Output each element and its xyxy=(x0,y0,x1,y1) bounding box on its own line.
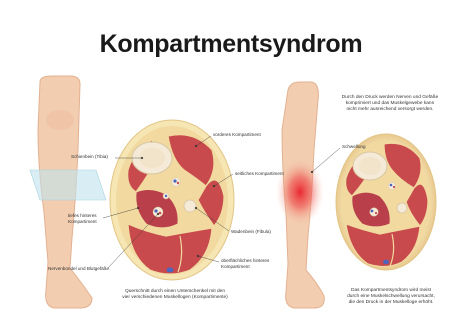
pressure-caption: Durch den Druck werden Nerven und Gefäße… xyxy=(330,95,450,114)
cross-section-swollen xyxy=(336,134,436,270)
cross-section-plane xyxy=(30,170,106,200)
superficial-posterior-label-line2: Kompartiment xyxy=(221,264,250,270)
pressure-caption-line3: nicht mehr ausreichend versorgt werden. xyxy=(330,107,450,113)
lateral-compartment-label: seitliches Kompartiment xyxy=(235,171,284,177)
cross-section-caption: Querschnitt durch einen Unterschenkel mi… xyxy=(110,289,240,301)
fibula-label: Wadenbein (Fibula) xyxy=(231,229,271,235)
deep-posterior-label-line2: Kompartiment xyxy=(68,219,97,225)
neurovascular-bundle-swollen-2 xyxy=(370,208,378,216)
fibula-bone xyxy=(184,200,196,212)
syndrome-caption: Das Kompartmentsyndrom wird meist durch … xyxy=(336,288,446,307)
nerve-vessel-label: Nervenbündel und Blutgefäße xyxy=(48,266,109,272)
left-knee-shading xyxy=(46,110,74,130)
neurovascular-bundle-swollen-1 xyxy=(388,182,396,190)
deep-posterior-label-line1: tiefes hinteres xyxy=(68,213,97,219)
syndrome-caption-line3: die den Druck in der Muskelloge erhöht. xyxy=(336,300,446,306)
leader-lines-right xyxy=(311,148,340,173)
neurovascular-bundle-2 xyxy=(153,207,163,217)
swelling-area xyxy=(276,158,324,226)
saphenous-vein xyxy=(167,268,174,273)
fibula-bone-swollen xyxy=(397,203,407,213)
cross-section-caption-line2: vier verschiedenen Muskellogen (Komparti… xyxy=(110,295,240,301)
swelling-label: Schwellung xyxy=(342,144,366,150)
right-leg xyxy=(276,82,324,308)
anterior-compartment-label: vorderes Kompartiment xyxy=(213,132,261,138)
neurovascular-bundle-1 xyxy=(172,178,181,187)
tibia-label: Schienbein (Tibia) xyxy=(71,154,108,160)
superficial-posterior-label-line1: oberflächliches hinteres xyxy=(221,258,269,264)
left-leg xyxy=(30,76,106,308)
neurovascular-bundle-3 xyxy=(163,193,169,199)
saphenous-vein-swollen xyxy=(383,260,389,264)
cross-section-normal xyxy=(110,120,234,280)
